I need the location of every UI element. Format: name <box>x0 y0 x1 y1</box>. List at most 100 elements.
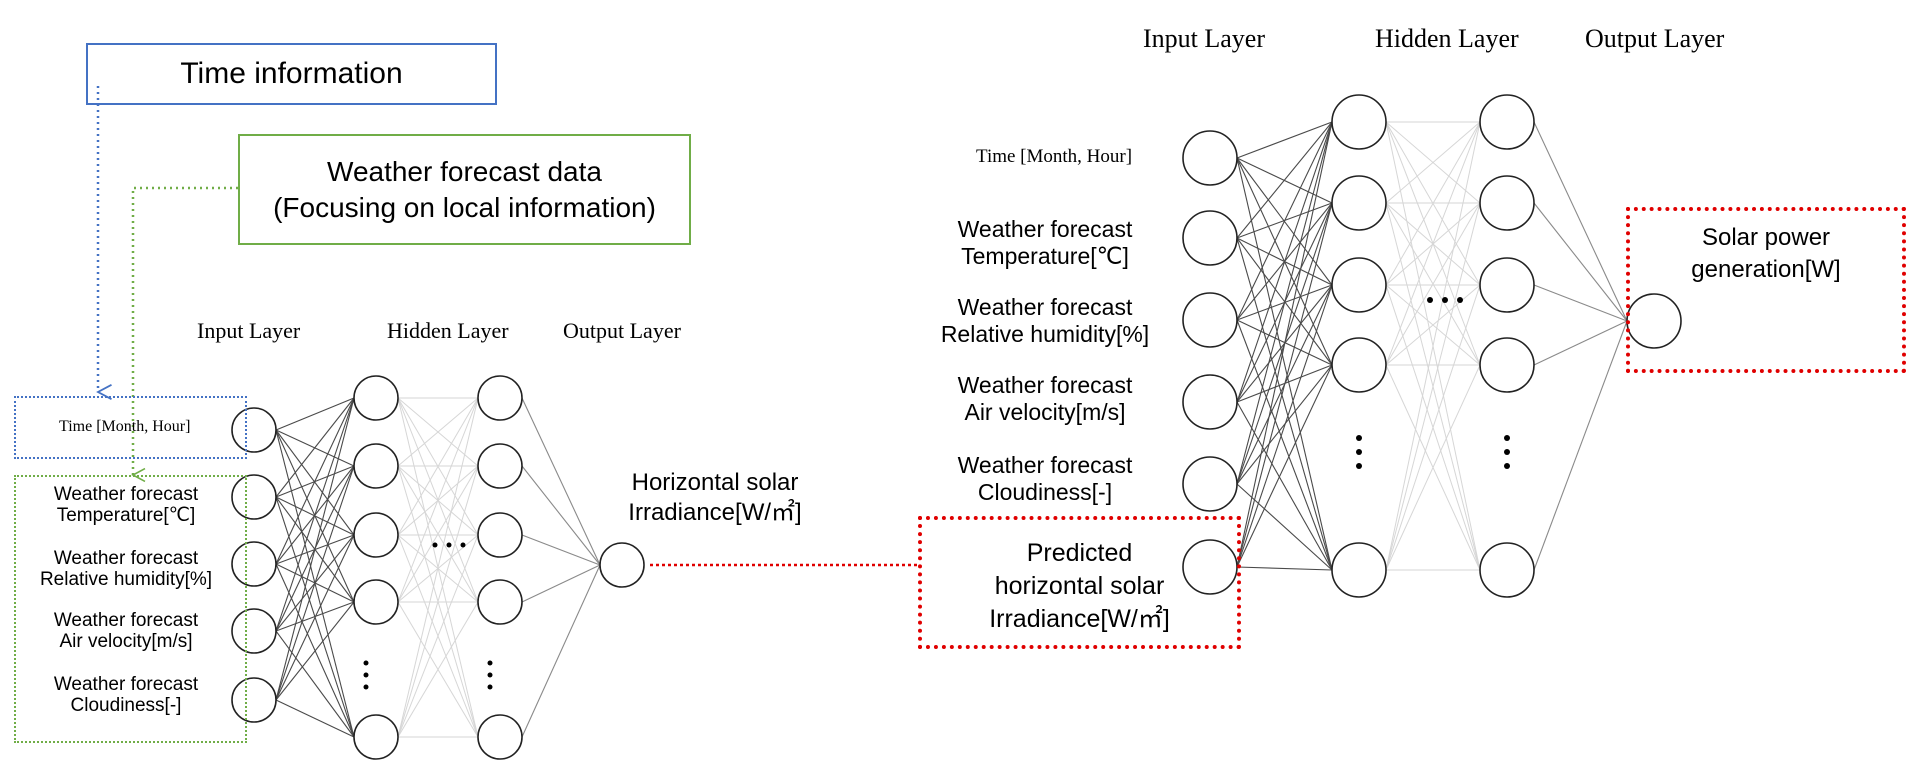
right-input-node <box>1182 374 1238 430</box>
right-input-velocity-line1: Weather forecast <box>957 372 1133 398</box>
right-input-time-label: Time [Month, Hour] <box>976 146 1133 167</box>
left-input-hidden-connection <box>275 601 355 701</box>
predicted-irradiance-box: Predicted horizontal solar Irradiance[W/… <box>918 516 1241 649</box>
right-hidden-output-connection <box>1533 202 1628 322</box>
left-input-hidden-connection <box>275 465 355 701</box>
left-input-node <box>231 541 277 587</box>
weather-input-group <box>14 475 247 743</box>
left-hidden-output-connection <box>521 534 601 566</box>
ellipsis-marks <box>363 297 1510 690</box>
neurons <box>231 94 1682 760</box>
left-hidden-hidden-connection <box>397 397 479 536</box>
left-output-side-hidden-node <box>477 579 523 625</box>
left-input-hidden-connection <box>275 630 355 738</box>
left-hidden-hidden-connection <box>397 601 479 738</box>
right-input-layer-label: Input Layer <box>1143 24 1266 53</box>
right-vertical-ellipsis-dot <box>1504 435 1510 441</box>
right-hidden-node <box>1331 175 1387 231</box>
right-hidden-output-connection <box>1533 284 1628 322</box>
right-input-temperature: Weather forecast Temperature[℃] <box>925 216 1165 270</box>
right-input-hidden-connection <box>1236 284 1333 568</box>
left-hidden-hidden-connection <box>397 397 479 467</box>
right-input-hidden-connection <box>1236 319 1333 571</box>
left-hidden-output-connection <box>521 564 601 738</box>
left-input-cloudiness: Weather forecast Cloudiness[-] <box>26 674 226 716</box>
right-hidden-hidden-connection <box>1385 364 1481 571</box>
left-input-hidden-connection <box>275 397 355 565</box>
right-input-velocity-line2: Air velocity[m/s] <box>964 399 1126 425</box>
right-input-hidden-connection <box>1236 121 1333 239</box>
right-output-layer-label: Output Layer <box>1585 24 1725 53</box>
right-input-node <box>1182 292 1238 348</box>
left-input-hidden-connection <box>275 699 355 738</box>
left-output-layer-label: Output Layer <box>563 318 681 343</box>
left-input-hidden-connection <box>275 397 355 498</box>
solar-power-generation-box: Solar power generation[W] <box>1626 207 1906 373</box>
local-information-label: (Focusing on local information) <box>273 192 656 223</box>
right-hidden-node <box>1331 542 1387 598</box>
left-input-humidity-line1: Weather forecast <box>53 548 199 569</box>
right-input-hidden-connection <box>1236 566 1333 571</box>
right-hidden-output-connection <box>1533 121 1628 322</box>
solar-power-line2: generation[W] <box>1691 256 1841 283</box>
left-input-hidden-connection <box>275 534 355 701</box>
right-input-hidden-connection <box>1236 121 1333 568</box>
right-output-side-hidden-node <box>1479 337 1535 393</box>
left-input-temperature: Weather forecast Temperature[℃] <box>26 484 226 526</box>
left-hidden-node <box>353 579 399 625</box>
left-hidden-hidden-connection <box>397 397 479 738</box>
left-input-hidden-connection <box>275 429 355 536</box>
left-hidden-layer-label: Hidden Layer <box>387 318 509 343</box>
right-output-side-hidden-node <box>1479 175 1535 231</box>
right-input-humidity-line1: Weather forecast <box>957 294 1133 320</box>
right-input-hidden-connection <box>1236 121 1333 485</box>
right-hidden-ellipsis-dot <box>1442 297 1448 303</box>
right-input-hidden-connection <box>1236 401 1333 571</box>
right-input-node <box>1182 130 1238 186</box>
left-input-hidden-connection <box>275 397 355 632</box>
predicted-line3: Irradiance[W/㎡] <box>989 605 1170 633</box>
left-hidden-hidden-connection <box>397 534 479 738</box>
right-output-side-hidden-node <box>1479 542 1535 598</box>
left-hidden-node <box>353 512 399 558</box>
connections <box>275 121 1628 738</box>
right-vertical-ellipsis-dot <box>1504 449 1510 455</box>
right-input-humidity-line2: Relative humidity[%] <box>940 321 1150 347</box>
left-vertical-ellipsis-dot <box>363 684 369 690</box>
right-hidden-node <box>1331 337 1387 393</box>
predicted-line2: horizontal solar <box>994 572 1165 600</box>
left-input-layer-label: Input Layer <box>197 318 301 343</box>
time-information-box: Time information <box>86 43 497 105</box>
left-hidden-ellipsis-dot <box>446 542 452 548</box>
left-hidden-output-connection <box>521 465 601 566</box>
left-output-side-hidden-node <box>477 443 523 489</box>
right-input-hidden-connection <box>1236 364 1333 568</box>
right-hidden-ellipsis-dot <box>1457 297 1463 303</box>
right-hidden-layer-label: Hidden Layer <box>1375 24 1519 53</box>
left-hidden-node <box>353 375 399 421</box>
left-vertical-ellipsis-dot <box>487 684 493 690</box>
left-vertical-ellipsis-dot <box>363 672 369 678</box>
right-vertical-ellipsis-dot <box>1356 463 1362 469</box>
right-input-node <box>1182 210 1238 266</box>
left-hidden-node <box>353 714 399 760</box>
left-hidden-output-connection <box>521 397 601 566</box>
weather-forecast-data-box: Weather forecast data (Focusing on local… <box>238 134 691 245</box>
right-output-side-hidden-node <box>1479 257 1535 313</box>
right-input-hidden-connection <box>1236 121 1333 321</box>
left-input-cloudiness-line1: Weather forecast <box>53 674 199 695</box>
left-hidden-hidden-connection <box>397 397 479 603</box>
left-hidden-hidden-connection <box>397 465 479 738</box>
right-hidden-output-connection <box>1533 320 1628 366</box>
right-hidden-hidden-connection <box>1385 284 1481 571</box>
left-hidden-ellipsis-dot <box>460 542 466 548</box>
left-input-node <box>231 474 277 520</box>
left-hidden-ellipsis-dot <box>432 542 438 548</box>
left-input-node <box>231 407 277 453</box>
right-hidden-hidden-connection <box>1385 121 1481 366</box>
right-hidden-hidden-connection <box>1385 121 1481 571</box>
left-hidden-hidden-connection <box>397 465 479 603</box>
right-input-cloudiness: Weather forecast Cloudiness[-] <box>925 452 1165 506</box>
left-input-node <box>231 608 277 654</box>
